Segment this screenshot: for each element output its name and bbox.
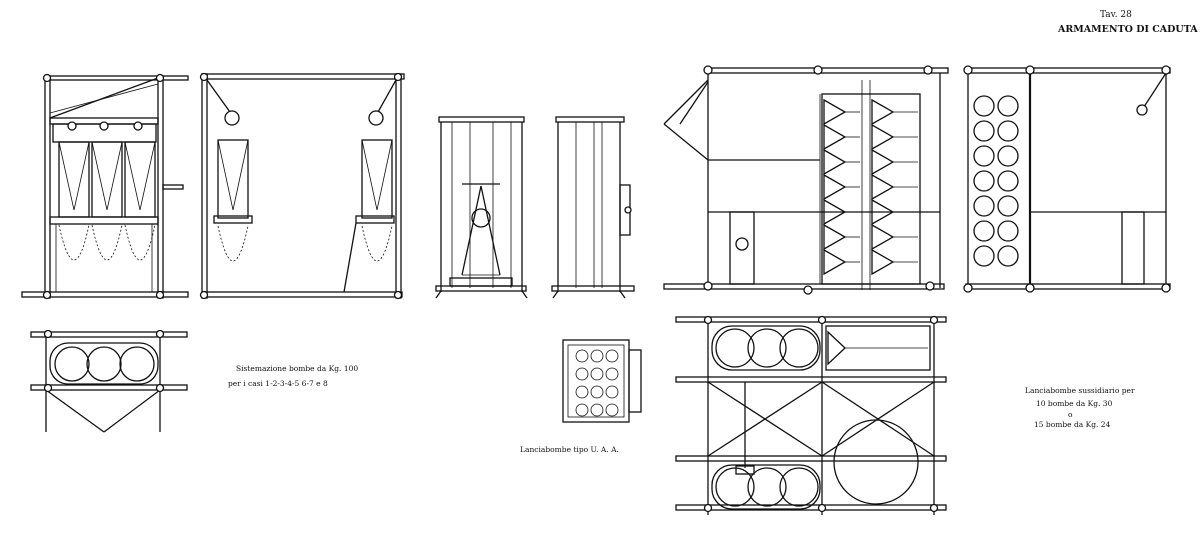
stacked-small-bombs bbox=[823, 98, 918, 276]
caption-bombs-100kg-line2: per i casi 1-2-3-4-5 6-7 e 8 bbox=[228, 379, 328, 388]
plate-title: ARMAMENTO DI CADUTA bbox=[1058, 24, 1198, 35]
bomb-100kg-center bbox=[91, 141, 123, 261]
circular-bomb-cells bbox=[973, 95, 1019, 267]
bomb-100kg-side-left bbox=[213, 139, 253, 262]
auxiliary-launcher-plan bbox=[675, 315, 947, 515]
uaa-launcher-side bbox=[551, 116, 635, 299]
frame-two-bombs-side-elevation bbox=[199, 72, 405, 300]
bomb-100kg-side-right bbox=[355, 139, 395, 262]
caption-auxiliary-line2: 10 bombe da Kg. 30 bbox=[1036, 399, 1113, 408]
caption-auxiliary-line3: o bbox=[1068, 410, 1073, 419]
caption-uaa-launcher: Lanciabombe tipo U. A. A. bbox=[520, 445, 619, 454]
bomb-100kg-right bbox=[124, 141, 156, 261]
caption-bombs-100kg-line1: Sistemazione bombe da Kg. 100 bbox=[236, 364, 359, 373]
uaa-launcher-front bbox=[435, 116, 528, 299]
auxiliary-launcher-side bbox=[963, 65, 1171, 293]
uaa-launcher-plan bbox=[562, 339, 642, 423]
bomb-100kg-left bbox=[58, 141, 90, 261]
plate-number: Tav. 28 bbox=[1100, 10, 1132, 20]
caption-auxiliary-line1: Lanciabombe sussidiario per bbox=[1025, 386, 1135, 395]
frame-three-bombs-plan bbox=[30, 329, 188, 433]
auxiliary-launcher-elevation bbox=[663, 65, 949, 295]
caption-auxiliary-line4: 15 bombe da Kg. 24 bbox=[1034, 420, 1111, 429]
frame-three-bombs-elevation bbox=[21, 73, 189, 300]
